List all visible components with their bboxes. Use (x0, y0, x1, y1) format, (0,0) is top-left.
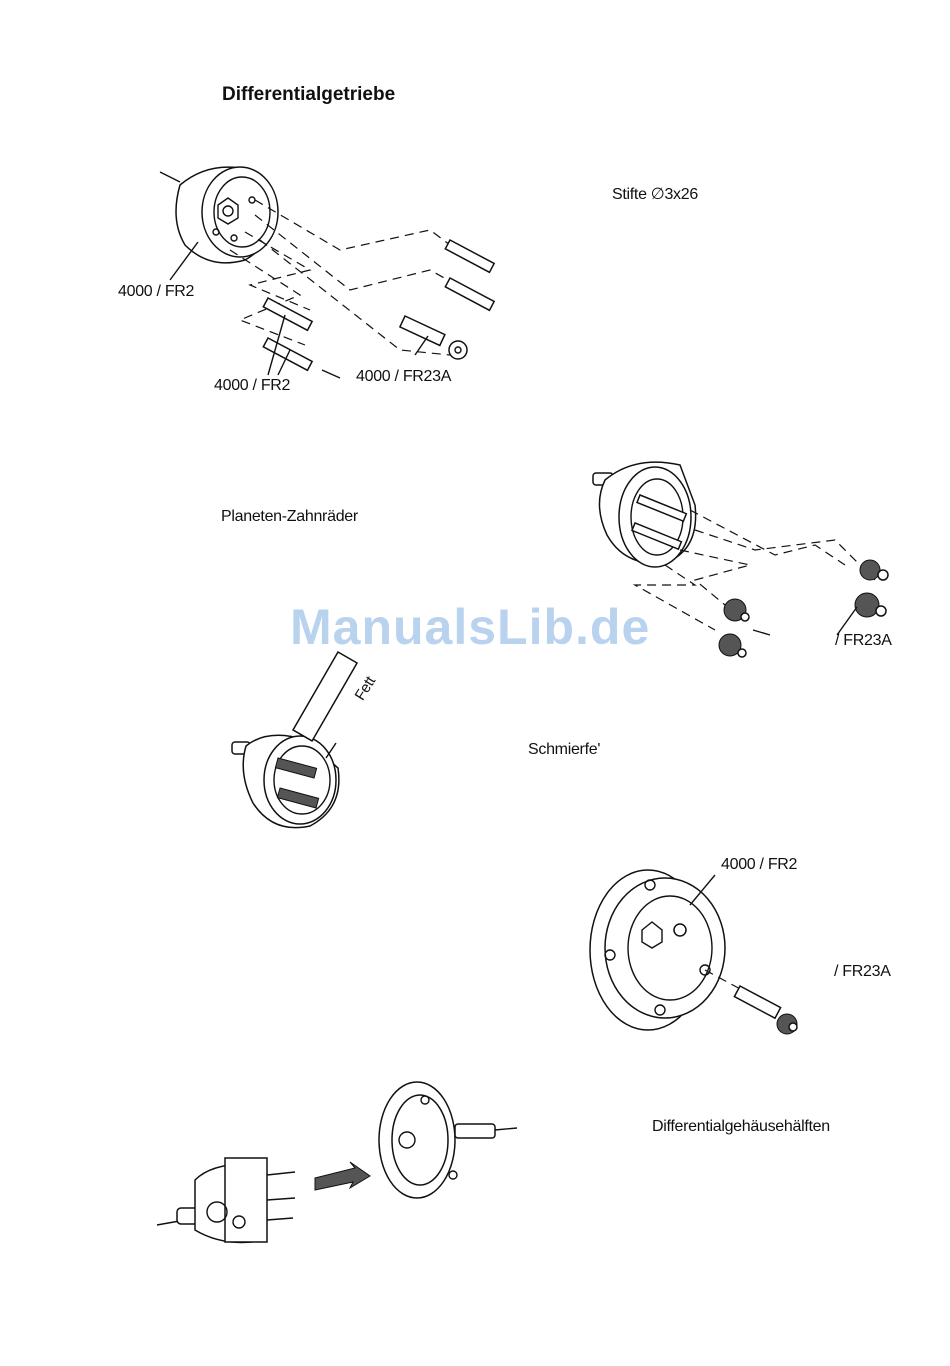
label-fr23a-half: / FR23A (834, 963, 891, 981)
label-fr23a-gears: / FR23A (835, 632, 892, 650)
label-fr2-pins: 4000 / FR2 (214, 377, 290, 395)
gear-housing-figure (150, 160, 530, 400)
housing-half-figure (590, 860, 820, 1045)
label-planeten: Planeten-Zahnräder (221, 508, 358, 526)
assembly-figure (155, 1080, 525, 1260)
page-title: Differentialgetriebe (222, 84, 395, 106)
label-gehaeuse: Differentialgehäusehälften (652, 1118, 830, 1136)
grease-tube-figure (228, 648, 428, 838)
label-fr23a-shaft: 4000 / FR23A (356, 368, 451, 386)
label-fr2-housing: 4000 / FR2 (118, 283, 194, 301)
label-schmierfett: Schmierfe' (528, 741, 600, 759)
label-stifte: Stifte ∅3x26 (612, 184, 698, 204)
